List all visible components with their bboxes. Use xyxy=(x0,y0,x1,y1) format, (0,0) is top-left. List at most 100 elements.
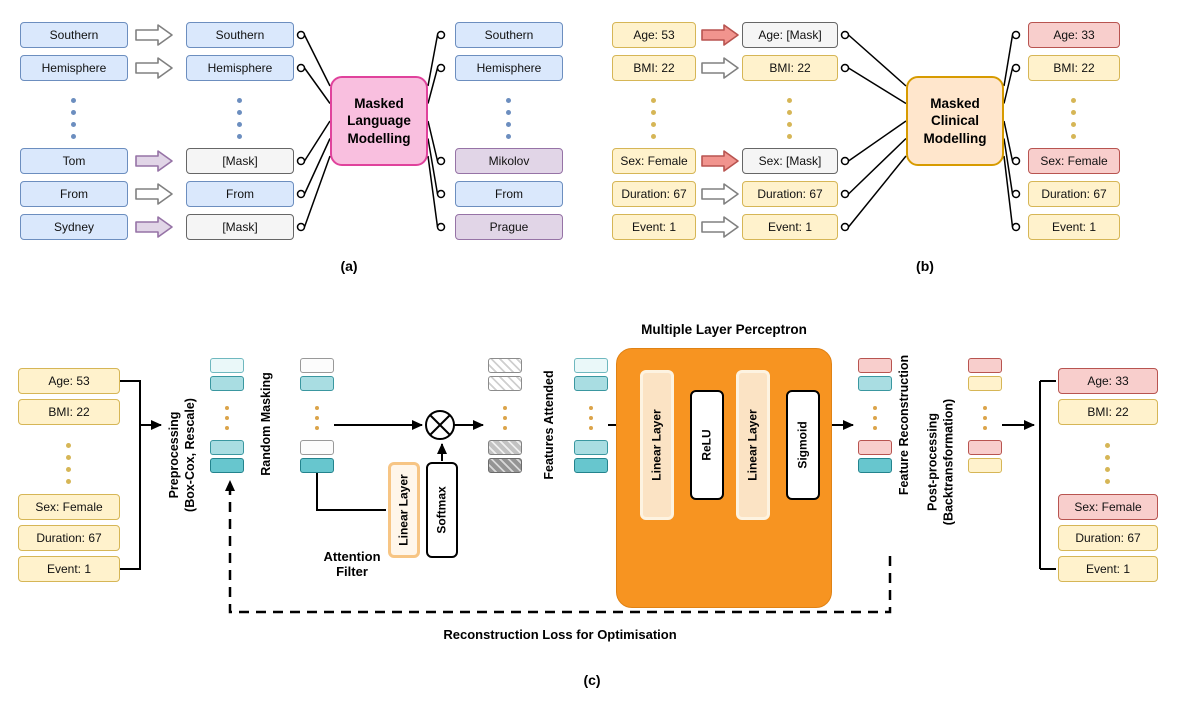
attention-weight-cell xyxy=(488,440,522,455)
softmax-text: Softmax xyxy=(435,486,449,534)
attention-filter-label: Attention Filter xyxy=(323,549,381,579)
c-output-field: Sex: Female xyxy=(1058,494,1158,520)
ellipsis-dots xyxy=(983,403,987,433)
attention-weight-cell xyxy=(488,376,522,391)
feature-cell xyxy=(210,358,244,373)
b-masked-field: Event: 1 xyxy=(742,214,838,240)
reconstruction-loss-label: Reconstruction Loss for Optimisation xyxy=(443,627,677,642)
c-input-field: Event: 1 xyxy=(18,556,120,582)
a-output-token: Prague xyxy=(455,214,563,240)
reconstructed-feature-cell xyxy=(858,358,892,373)
c-input-field: BMI: 22 xyxy=(18,399,120,425)
flow-c xyxy=(120,380,1056,614)
masked-feature-cell xyxy=(300,440,334,455)
a-masked-token: [Mask] xyxy=(186,214,294,240)
mlp-relu-text: ReLU xyxy=(700,429,714,461)
ellipsis-dots xyxy=(1071,94,1076,142)
a-masked-token: Hemisphere xyxy=(186,55,294,81)
feature-cell xyxy=(574,376,608,391)
caption-a: (a) xyxy=(340,258,358,274)
a-input-token: From xyxy=(20,181,128,207)
mlp-linear-layer-2-box: Linear Layer xyxy=(736,370,770,520)
feature-cell xyxy=(574,440,608,455)
feature-cell xyxy=(210,440,244,455)
postprocessing-label: Post-processing (Backtransformation) xyxy=(925,398,956,526)
caption-c: (c) xyxy=(583,672,601,688)
output-feature-cell xyxy=(968,358,1002,373)
a-input-token: Sydney xyxy=(20,214,128,240)
ellipsis-dots xyxy=(589,403,593,433)
mlp-sigmoid-box: Sigmoid xyxy=(786,390,820,500)
ellipsis-dots xyxy=(66,439,71,487)
connector-fan-a xyxy=(303,34,439,228)
attention-linear-layer-box: Linear Layer xyxy=(388,462,420,558)
feature-cell xyxy=(300,376,334,391)
ellipsis-dots xyxy=(873,403,877,433)
mlp-relu-box: ReLU xyxy=(690,390,724,500)
attention-linear-layer-text: Linear Layer xyxy=(397,474,411,546)
feature-reconstruction-label: Feature Reconstruction xyxy=(896,354,911,496)
a-input-token: Tom xyxy=(20,148,128,174)
mlp-linear-layer-2-text: Linear Layer xyxy=(746,409,760,481)
a-masked-token: Southern xyxy=(186,22,294,48)
mlp-linear-layer-1-text: Linear Layer xyxy=(650,409,664,481)
random-masking-label: Random Masking xyxy=(258,372,273,476)
preprocessing-label: Preprocessing (Box-Cox, Rescale) xyxy=(166,398,197,512)
b-output-field: Age: 33 xyxy=(1028,22,1120,48)
feature-cell xyxy=(858,376,892,391)
c-input-field: Duration: 67 xyxy=(18,525,120,551)
a-masked-token: From xyxy=(186,181,294,207)
b-output-field: BMI: 22 xyxy=(1028,55,1120,81)
attention-weight-cell xyxy=(488,458,522,473)
feature-cell xyxy=(858,458,892,473)
b-masked-field: Duration: 67 xyxy=(742,181,838,207)
block-arrows-a xyxy=(135,24,173,238)
ellipsis-dots xyxy=(1105,439,1110,487)
output-feature-cell xyxy=(968,458,1002,473)
output-feature-cell xyxy=(968,376,1002,391)
connector-nodes-a xyxy=(296,30,446,232)
mlp-sigmoid-text: Sigmoid xyxy=(796,421,810,469)
c-output-field: Duration: 67 xyxy=(1058,525,1158,551)
b-masked-field: Sex: [Mask] xyxy=(742,148,838,174)
softmax-box: Softmax xyxy=(426,462,458,558)
ellipsis-dots xyxy=(506,94,511,142)
mlp-linear-layer-1-box: Linear Layer xyxy=(640,370,674,520)
feature-cell xyxy=(210,458,244,473)
a-output-token: Hemisphere xyxy=(455,55,563,81)
masked-language-modelling-box: Masked Language Modelling xyxy=(330,76,428,166)
ellipsis-dots xyxy=(225,403,229,433)
masked-clinical-modelling-box: Masked Clinical Modelling xyxy=(906,76,1004,166)
b-output-field: Sex: Female xyxy=(1028,148,1120,174)
mlp-title: Multiple Layer Perceptron xyxy=(641,322,807,337)
a-output-token: From xyxy=(455,181,563,207)
feature-cell xyxy=(574,458,608,473)
a-masked-token: [Mask] xyxy=(186,148,294,174)
b-input-field: BMI: 22 xyxy=(612,55,696,81)
connector-nodes-b xyxy=(840,30,1021,232)
elementwise-product-icon xyxy=(425,410,455,440)
b-masked-field: BMI: 22 xyxy=(742,55,838,81)
c-output-field: Event: 1 xyxy=(1058,556,1158,582)
a-input-token: Southern xyxy=(20,22,128,48)
ellipsis-dots xyxy=(315,403,319,433)
masked-feature-cell xyxy=(300,358,334,373)
b-output-field: Event: 1 xyxy=(1028,214,1120,240)
a-output-token: Mikolov xyxy=(455,148,563,174)
input-bracket xyxy=(120,380,161,570)
c-output-field: Age: 33 xyxy=(1058,368,1158,394)
feature-cell xyxy=(574,358,608,373)
b-input-field: Event: 1 xyxy=(612,214,696,240)
b-input-field: Sex: Female xyxy=(612,148,696,174)
ellipsis-dots xyxy=(503,403,507,433)
b-masked-field: Age: [Mask] xyxy=(742,22,838,48)
c-input-field: Sex: Female xyxy=(18,494,120,520)
features-attended-label: Features Attended xyxy=(541,370,556,480)
ellipsis-dots xyxy=(237,94,242,142)
reconstructed-feature-cell xyxy=(858,440,892,455)
output-feature-cell xyxy=(968,440,1002,455)
block-arrows-b xyxy=(701,24,739,238)
ellipsis-dots xyxy=(787,94,792,142)
